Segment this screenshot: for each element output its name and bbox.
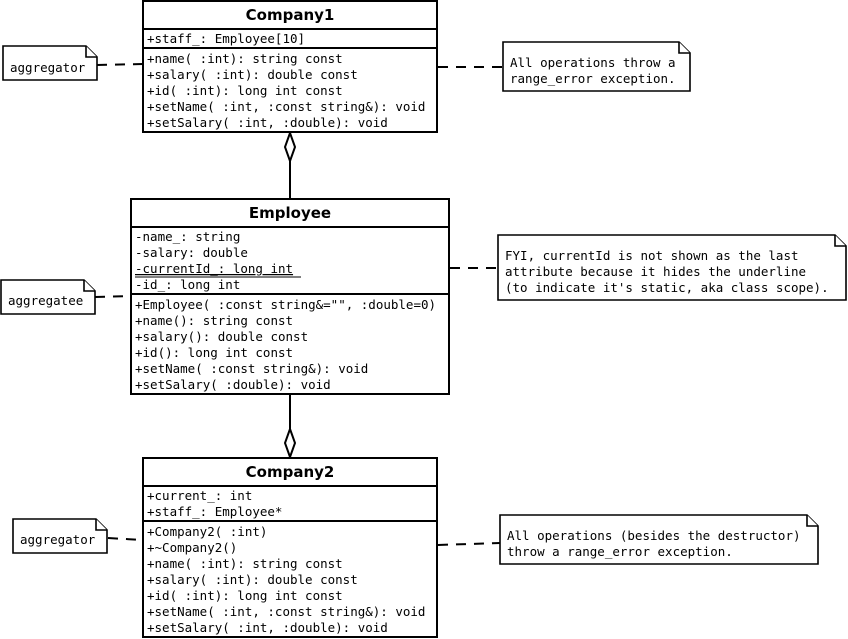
note-line: FYI, currentId is not shown as the last	[505, 248, 799, 263]
attribute: -name_: string	[135, 229, 240, 244]
attribute: +current_: int	[147, 488, 252, 503]
class-name: Company1	[246, 6, 335, 24]
static-attribute: -currentId_: long int	[135, 261, 293, 276]
aggregation-diamond-company1	[283, 130, 297, 164]
note-employee: FYI, currentId is not shown as the last …	[497, 234, 847, 301]
operation: +setSalary( :double): void	[135, 377, 331, 392]
operation: +salary( :int): double const	[147, 67, 358, 82]
note-line: All operations throw a	[510, 55, 676, 70]
attribute: -id_: long int	[135, 277, 240, 292]
note-line: All operations (besides the destructor)	[507, 528, 801, 543]
note-text: aggregator	[10, 60, 86, 75]
note-role-employee: aggregatee	[0, 279, 96, 315]
attribute: +staff_: Employee*	[147, 504, 282, 519]
role-connector-company1	[96, 63, 144, 66]
note-text: aggregatee	[8, 293, 83, 308]
operation: +setName( :int, :const string&): void	[147, 99, 425, 114]
operation: +Employee( :const string&="", :double=0)	[135, 297, 436, 312]
operation: +name(): string const	[135, 313, 293, 328]
aggregation-diamond-company2	[283, 426, 297, 460]
operation: +name( :int): string const	[147, 556, 343, 571]
operation: +setName( :const string&): void	[135, 361, 368, 376]
operation: +setSalary( :int, :double): void	[147, 620, 388, 635]
operation: +salary( :int): double const	[147, 572, 358, 587]
attribute: +staff_: Employee[10]	[147, 31, 305, 46]
note-line: throw a range_error exception.	[507, 544, 733, 559]
class-employee: Employee -name_: string -salary: double …	[130, 198, 450, 395]
note-connector-company2	[437, 542, 501, 546]
operation: +id( :int): long int const	[147, 83, 343, 98]
operation: +id(): long int const	[135, 345, 293, 360]
attribute: -salary: double	[135, 245, 248, 260]
role-connector-company2	[107, 537, 144, 541]
operation: +setName( :int, :const string&): void	[147, 604, 425, 619]
operation: +Company2( :int)	[147, 524, 267, 539]
note-text: aggregator	[20, 532, 96, 547]
class-name: Company2	[246, 463, 335, 481]
note-company1: All operations throw a range_error excep…	[502, 41, 691, 92]
operation: +id( :int): long int const	[147, 588, 343, 603]
note-line: range_error exception.	[510, 71, 676, 86]
note-line: attribute because it hides the underline	[505, 264, 806, 279]
note-line: (to indicate it's static, aka class scop…	[505, 280, 829, 295]
note-role-company2: aggregator	[12, 518, 108, 554]
class-name: Employee	[249, 204, 331, 222]
role-connector-employee	[94, 295, 132, 298]
note-company2: All operations (besides the destructor) …	[499, 514, 819, 565]
class-company2: Company2 +current_: int +staff_: Employe…	[142, 457, 438, 638]
operation: +setSalary( :int, :double): void	[147, 115, 388, 130]
class-company1: Company1 +staff_: Employee[10] +name( :i…	[142, 0, 438, 133]
operation: +name( :int): string const	[147, 51, 343, 66]
note-role-company1: aggregator	[2, 45, 98, 81]
operation: +salary(): double const	[135, 329, 308, 344]
operation: +~Company2()	[147, 540, 237, 555]
